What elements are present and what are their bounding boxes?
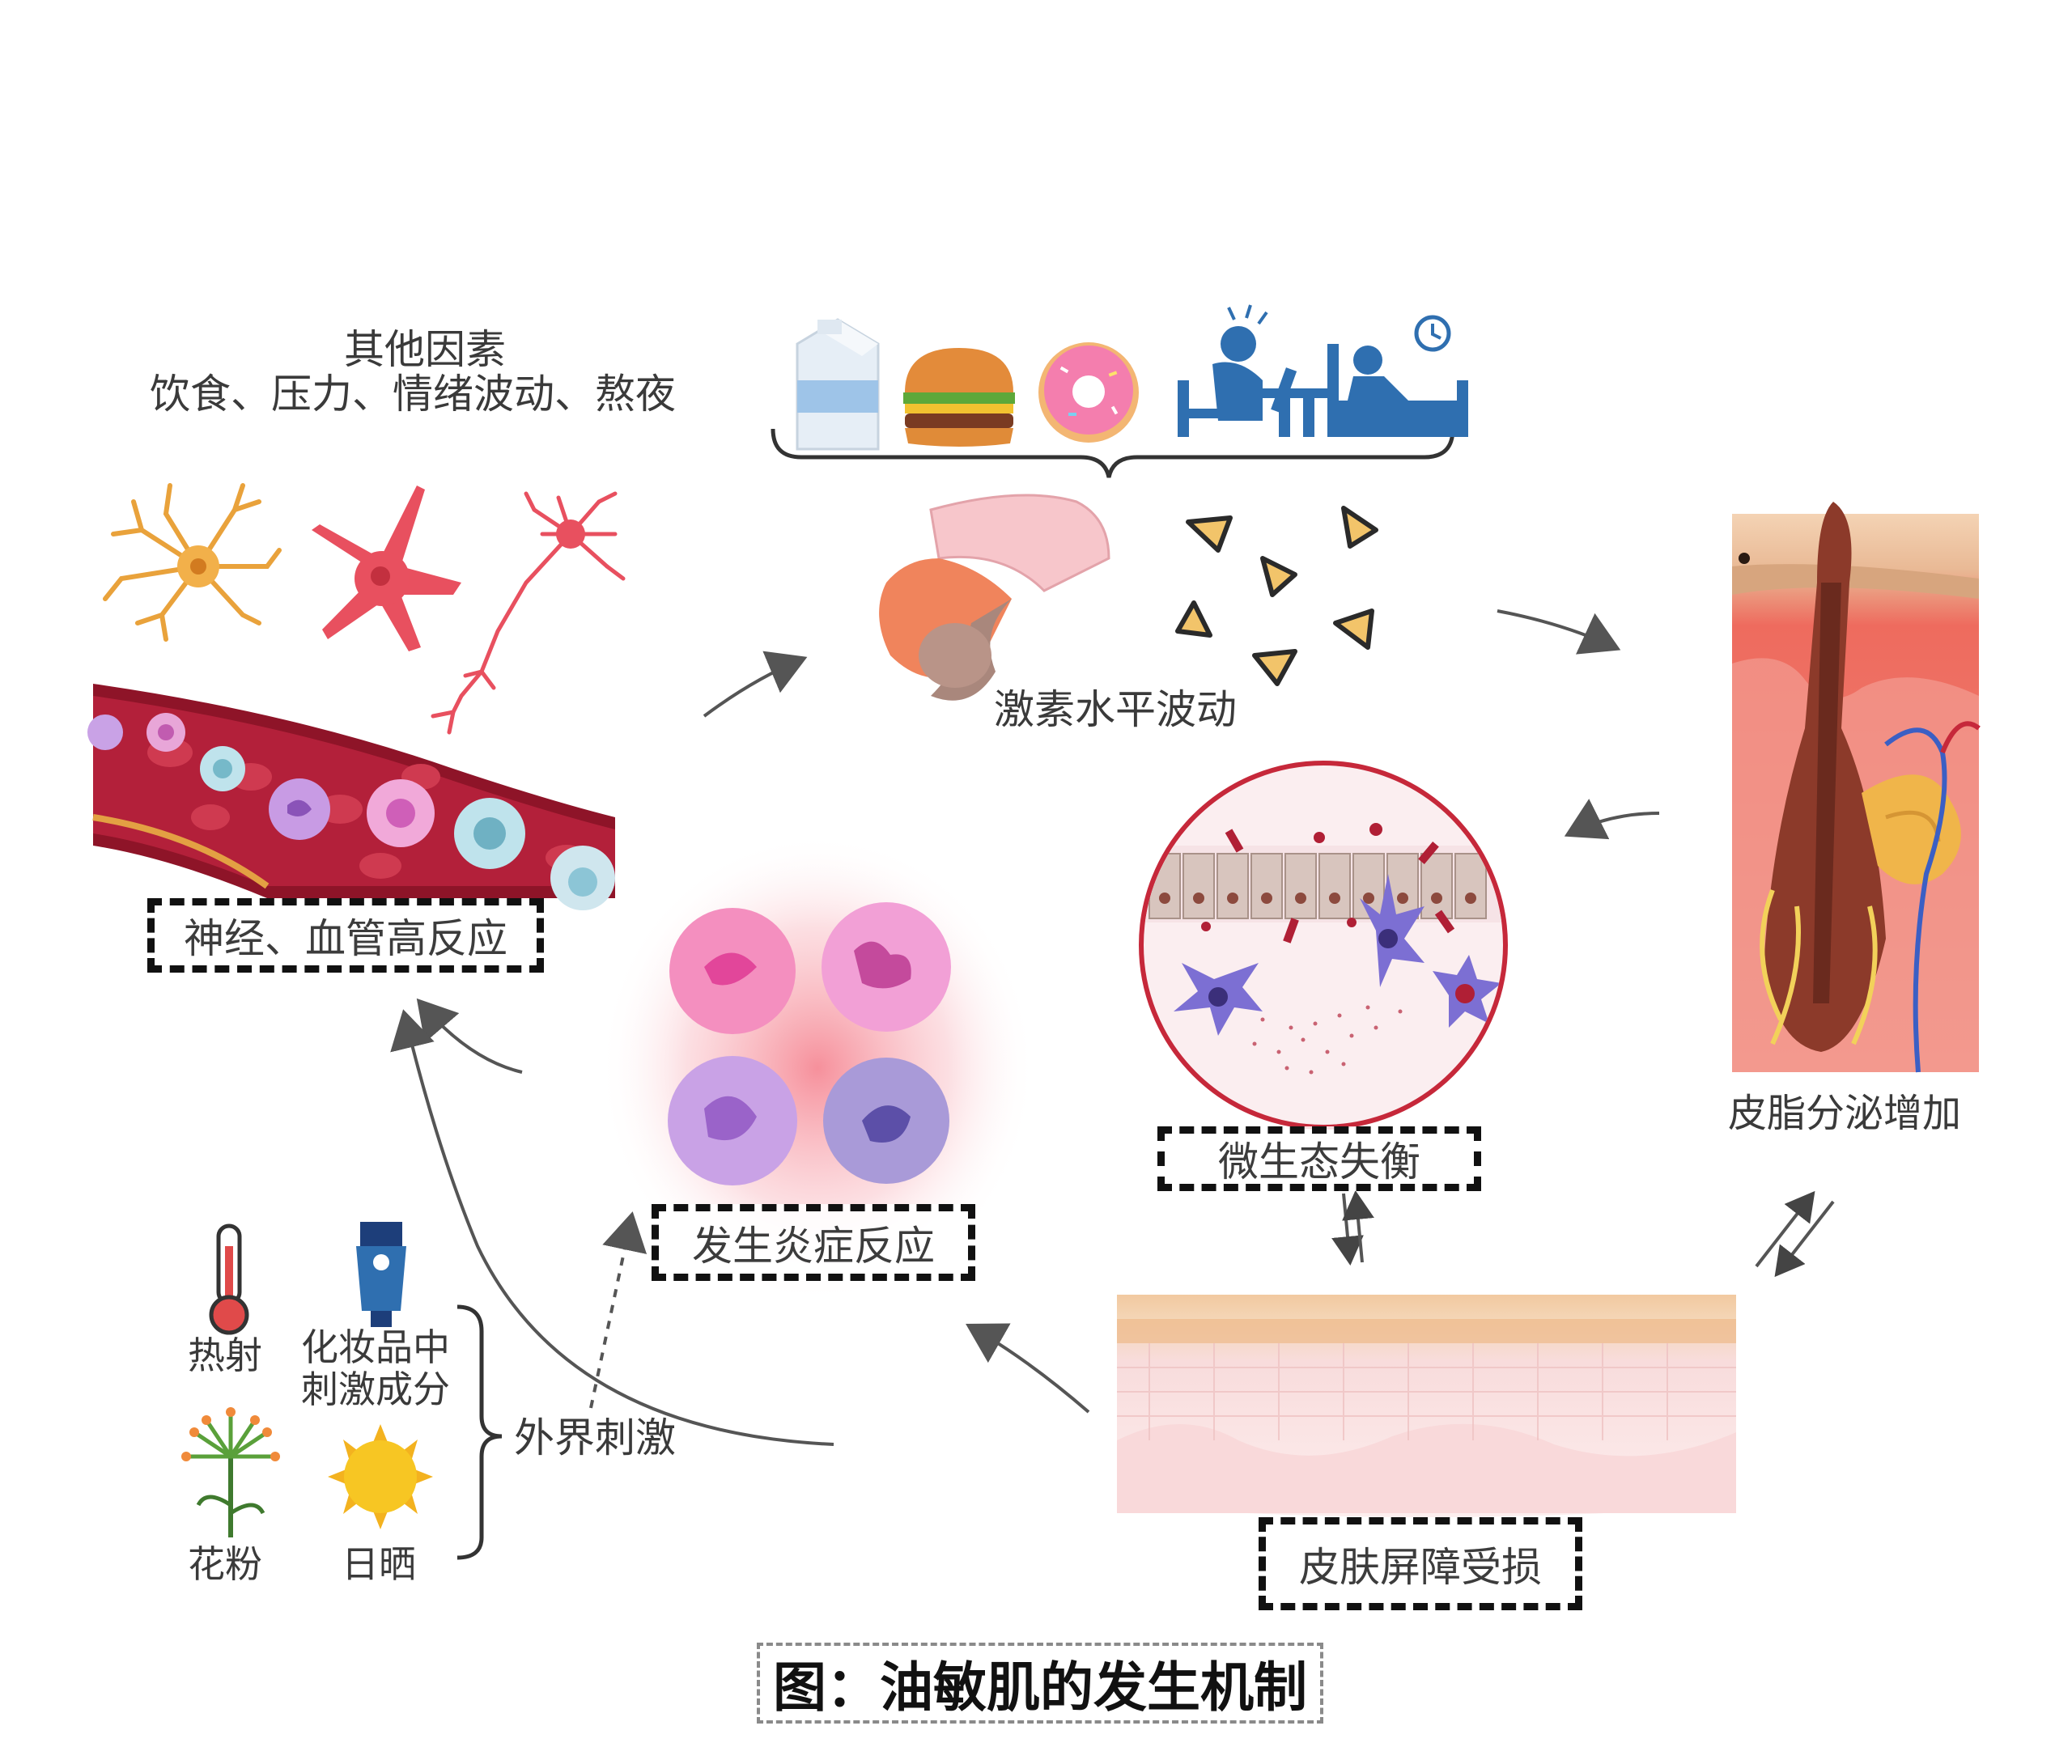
microbiome-box: 微生态失衡 (1157, 1126, 1481, 1191)
flow-arrows (390, 609, 1835, 1446)
burger-icon (903, 348, 1015, 447)
sebum-label: 皮脂分泌增加 (1728, 1091, 1962, 1136)
arrow-sebum-to-barrier (1774, 1200, 1835, 1278)
arrow-barrier-to-inflammation (966, 1323, 1090, 1414)
arrow-barrier-to-sebum (1755, 1190, 1815, 1268)
arrow-microbiome-to-barrier (1331, 1193, 1364, 1266)
arrow-external-to-vessel (390, 1009, 834, 1446)
external-stimuli-label: 外界刺激 (514, 1414, 676, 1461)
neuron-orange-icon (103, 483, 282, 642)
lifestyle-brace (771, 428, 1455, 478)
stress-worker-icon (1178, 304, 1327, 437)
neuron-red-icon (312, 486, 461, 651)
arrow-hormone-to-sebum (1497, 609, 1621, 655)
inflammation-cells-illustration (599, 833, 1036, 1303)
blood-vessel-illustration (87, 684, 615, 910)
arrow-sebum-to-microbiome (1564, 799, 1660, 840)
pollen-label: 花粉 (188, 1542, 262, 1586)
microbiome-circle-illustration (1139, 761, 1508, 1130)
arrow-inflammation-to-vessel (416, 998, 523, 1074)
other-factors-title: 其他因素 (344, 326, 506, 373)
heat-label: 热射 (188, 1334, 262, 1377)
skin-barrier-box: 皮肤屏障受损 (1259, 1517, 1582, 1610)
neuro-vascular-box: 神经、血管高反应 (147, 898, 544, 973)
stimuli-bracket (456, 1304, 503, 1560)
bed-sleepless-icon (1327, 315, 1468, 437)
arrow-barrier-to-microbiome (1342, 1190, 1374, 1263)
cosmetic-label-line2: 刺激成分 (301, 1368, 450, 1411)
milk-icon (796, 318, 880, 451)
hormone-triangles (1175, 506, 1378, 686)
cosmetic-label-line1: 化妆品中 (301, 1325, 450, 1369)
sun-icon (328, 1424, 433, 1529)
inflammation-box: 发生炎症反应 (652, 1204, 975, 1281)
inflammation-text: 发生炎症反应 (692, 1222, 935, 1270)
arrow-vessel-to-hormone (703, 651, 808, 718)
pollen-flower-icon (181, 1407, 280, 1537)
sunscreen-tube-icon (356, 1222, 406, 1327)
skin-barrier-text: 皮肤屏障受损 (1299, 1543, 1542, 1591)
pituitary-gland-illustration (879, 494, 1110, 701)
skin-barrier-illustration (1117, 1295, 1736, 1517)
other-factors-items: 饮食、压力、情绪波动、熬夜 (150, 371, 676, 418)
hormone-label: 激素水平波动 (994, 686, 1237, 733)
neuro-vascular-text: 神经、血管高反应 (184, 915, 507, 962)
figure-caption: 图：油敏肌的发生机制 (757, 1643, 1323, 1724)
arrow-external-to-inflammation (589, 1211, 648, 1409)
donut-icon (1038, 342, 1139, 443)
sebaceous-skin-illustration (1732, 502, 1981, 1073)
sun-label: 日晒 (342, 1542, 416, 1586)
thermometer-icon (209, 1223, 249, 1335)
microbiome-text: 微生态失衡 (1218, 1139, 1420, 1185)
neuron-long-icon (431, 491, 626, 735)
